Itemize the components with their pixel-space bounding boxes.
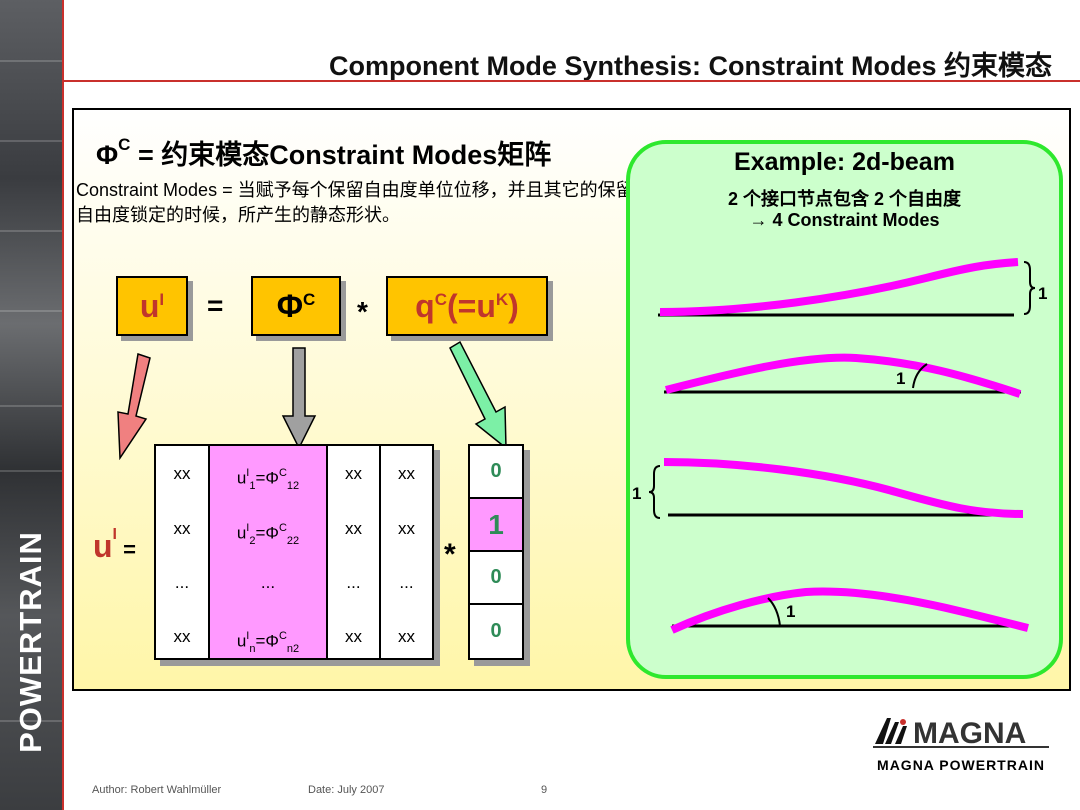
matrix-cell: xx bbox=[398, 627, 415, 646]
title-divider bbox=[64, 80, 1080, 82]
matrix-cell-u1: uI1=ΦC12 bbox=[236, 467, 300, 493]
example-subtitle-1: 2 个接口节点包含 2 个自由度 bbox=[727, 189, 962, 209]
footer-author: Author: Robert Wahlmüller bbox=[92, 784, 222, 796]
matrix-col-4: xx xx ... xx bbox=[381, 446, 432, 658]
equation-equals: = bbox=[207, 290, 224, 321]
example-title: Example: 2d-beam bbox=[734, 148, 955, 176]
matrix-col-2-highlight: uI1=ΦC12 uI2=ΦC22 ... uIn=ΦCn2 bbox=[210, 446, 326, 658]
vector-cell: 0 bbox=[470, 552, 522, 605]
matrix-label: uI = bbox=[93, 526, 136, 565]
matrix-cell: xx bbox=[345, 464, 362, 483]
phi-sup: C bbox=[118, 135, 131, 154]
beam-mode-1 bbox=[658, 258, 1036, 317]
brace-icon bbox=[648, 465, 661, 519]
constraint-matrix: xx xx ... xx uI1=ΦC12 uI2=ΦC22 ... uIn=Φ… bbox=[154, 444, 434, 660]
u-main: u bbox=[139, 287, 160, 324]
phi-main: Φ bbox=[276, 287, 303, 324]
matrix-cell: xx bbox=[345, 627, 362, 646]
beam-3-label: 1 bbox=[632, 484, 642, 503]
matrix-cell: xx bbox=[398, 519, 415, 538]
vector-cell: 0 bbox=[490, 620, 502, 642]
beam-diagrams bbox=[648, 258, 1036, 634]
phi-box-sup: C bbox=[302, 290, 316, 309]
beam-4-label: 1 bbox=[786, 602, 796, 621]
beam-mode-3 bbox=[648, 458, 1024, 519]
green-arrow-icon bbox=[449, 340, 507, 450]
vector-cell: 0 bbox=[470, 446, 522, 499]
gray-arrow-icon bbox=[281, 347, 317, 450]
matrix-cell: xx bbox=[398, 464, 415, 483]
matrix-cell: xx bbox=[173, 627, 191, 646]
q-sup: C bbox=[434, 290, 447, 309]
matrix-cell: xx bbox=[173, 464, 191, 483]
matrix-cell-u2: uI2=ΦC22 bbox=[236, 522, 300, 548]
matrix-col-1: xx xx ... xx bbox=[156, 446, 208, 658]
phi-heading: ΦC = 约束模态Constraint Modes矩阵 bbox=[96, 133, 551, 172]
q-main: q bbox=[415, 287, 435, 324]
matrix-label-u: u bbox=[93, 528, 113, 564]
matrix-cell: ... bbox=[174, 573, 190, 592]
matrix-cell: xx bbox=[345, 519, 362, 538]
beam-2-label: 1 bbox=[896, 369, 906, 388]
red-arrow-icon bbox=[117, 353, 151, 460]
beam-1-label: 1 bbox=[1038, 284, 1048, 303]
beam-mode-2 bbox=[664, 353, 1022, 398]
matrix-cell-un: uIn=ΦCn2 bbox=[236, 630, 300, 656]
phi-symbol: Φ bbox=[96, 140, 119, 170]
footer-page-number: 9 bbox=[541, 784, 548, 796]
q-paren-close: ) bbox=[508, 287, 519, 324]
equation-times: * bbox=[357, 296, 368, 327]
phi-heading-text: = 约束模态Constraint Modes矩阵 bbox=[130, 140, 552, 170]
arrows-layer bbox=[117, 340, 507, 460]
vector-cell-highlight: 1 bbox=[470, 499, 522, 552]
matrix-cell: ... bbox=[346, 573, 361, 592]
matrix-cell: xx bbox=[173, 519, 191, 538]
footer-date: Date: July 2007 bbox=[308, 784, 385, 796]
matrix-times: * bbox=[444, 538, 456, 571]
side-accent-line bbox=[62, 0, 64, 810]
matrix-cell: ... bbox=[260, 573, 276, 592]
matrix-col-3: xx xx ... xx bbox=[328, 446, 379, 658]
constraint-modes-description: Constraint Modes = 当赋予每个保留自由度单位位移，并且其它的保… bbox=[76, 180, 634, 225]
q-paren-sup: K bbox=[495, 290, 509, 309]
slide-title: Component Mode Synthesis: Constraint Mod… bbox=[328, 51, 1052, 81]
magna-subtitle: MAGNA POWERTRAIN bbox=[877, 757, 1045, 773]
svg-text:MAGNA: MAGNA bbox=[913, 717, 1026, 748]
matrix-cell: ... bbox=[399, 573, 414, 592]
constraint-vector: 0 1 0 0 bbox=[468, 444, 524, 660]
matrix-label-sup: I bbox=[112, 526, 117, 544]
q-paren-open: (=u bbox=[447, 287, 496, 324]
brace-icon bbox=[1023, 261, 1036, 315]
matrix-label-equals: = bbox=[117, 537, 136, 562]
u-sup: I bbox=[159, 290, 165, 309]
magna-logo: MAGNA bbox=[873, 714, 1049, 748]
example-subtitle-2: → 4 Constraint Modes bbox=[749, 210, 940, 230]
brand-vertical-text: POWERTRAIN bbox=[13, 531, 48, 753]
side-decoration-strip bbox=[0, 0, 62, 810]
beam-mode-4 bbox=[670, 587, 1029, 634]
